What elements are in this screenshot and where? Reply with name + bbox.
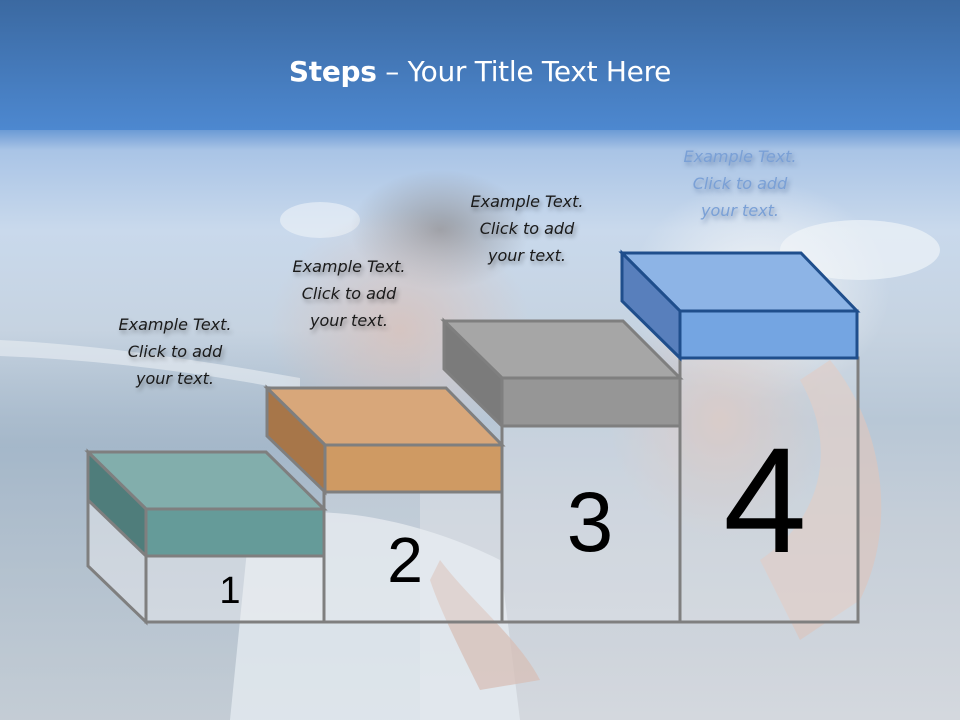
step-1-caption-line-3: your text.: [135, 369, 214, 388]
step-4-caption[interactable]: Example Text. Click to add your text.: [655, 143, 825, 224]
step-2-caption-line-3: your text.: [309, 311, 388, 330]
step-4-base: [678, 356, 860, 624]
step-2-caption[interactable]: Example Text. Click to add your text.: [264, 253, 434, 334]
step-4-block: [618, 249, 861, 362]
step-1-caption-line-1: Example Text.: [118, 315, 232, 334]
step-3-front: [500, 376, 682, 428]
step-2-block: [263, 384, 506, 496]
slide-title[interactable]: Steps – Your Title Text Here: [0, 55, 960, 88]
title-rest: – Your Title Text Here: [376, 55, 672, 88]
step-3-caption-line-3: your text.: [487, 246, 566, 265]
step-4-number: 4: [723, 416, 807, 584]
step-1-caption-line-2: Click to add: [127, 342, 223, 361]
step-2-front: [323, 443, 504, 494]
step-4-caption-line-3: your text.: [700, 201, 779, 220]
step-4-front: [678, 309, 859, 360]
step-1-caption[interactable]: Example Text. Click to add your text.: [90, 311, 260, 392]
step-2-caption-line-2: Click to add: [301, 284, 397, 303]
step-4-caption-line-1: Example Text.: [683, 147, 797, 166]
step-4-caption-line-2: Click to add: [692, 174, 788, 193]
step-1-number: 1: [219, 570, 241, 612]
step-3-caption-line-2: Click to add: [479, 219, 575, 238]
title-bold: Steps: [288, 55, 377, 88]
step-3-caption[interactable]: Example Text. Click to add your text.: [442, 188, 612, 269]
step-1-base: [144, 554, 326, 624]
step-1-block: [84, 448, 328, 560]
step-3-caption-line-1: Example Text.: [470, 192, 584, 211]
step-2-caption-line-1: Example Text.: [292, 257, 406, 276]
step-1-front: [144, 507, 326, 558]
step-2-number: 2: [387, 524, 423, 596]
step-3-number: 3: [566, 475, 614, 569]
title-bar: [0, 0, 960, 130]
step-3-block: [440, 317, 684, 430]
